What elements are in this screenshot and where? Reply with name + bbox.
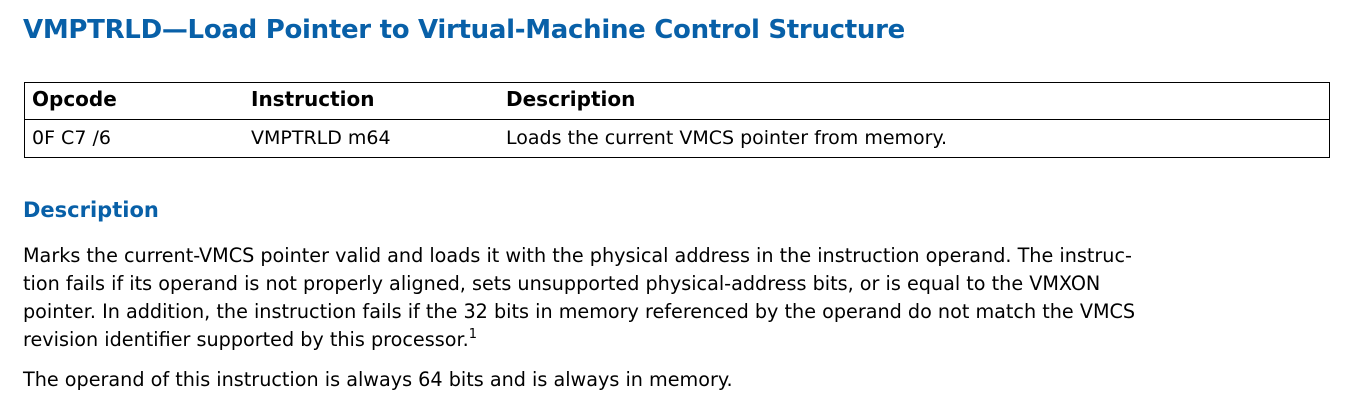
cell-description: Loads the current VMCS pointer from memo… <box>506 127 948 149</box>
column-header-instruction: Instruction <box>251 87 375 111</box>
table-header-row: Opcode Instruction Description <box>25 83 1329 117</box>
cell-instruction: VMPTRLD m64 <box>251 127 391 149</box>
operand-paragraph: The operand of this instruction is alway… <box>23 368 733 391</box>
page-title: VMPTRLD—Load Pointer to Virtual-Machine … <box>23 15 905 45</box>
paragraph-line-last: revision identifier supported by this pr… <box>23 326 1333 354</box>
table-row: 0F C7 /6 VMPTRLD m64 Loads the current V… <box>25 119 1329 158</box>
paragraph-line: pointer. In addition, the instruction fa… <box>23 300 1136 323</box>
section-heading-description: Description <box>23 198 159 222</box>
paragraph-line-text: revision identifier supported by this pr… <box>23 328 469 351</box>
description-paragraph: Marks the current-VMCS pointer valid and… <box>23 242 1333 354</box>
paragraph-line: Marks the current-VMCS pointer valid and… <box>23 244 1132 267</box>
cell-opcode: 0F C7 /6 <box>32 127 111 149</box>
paragraph-line: tion fails if its operand is not properl… <box>23 272 1101 295</box>
footnote-marker[interactable]: 1 <box>468 327 477 342</box>
column-header-opcode: Opcode <box>32 87 117 111</box>
column-header-description: Description <box>506 87 636 111</box>
opcode-table: Opcode Instruction Description 0F C7 /6 … <box>24 82 1330 158</box>
